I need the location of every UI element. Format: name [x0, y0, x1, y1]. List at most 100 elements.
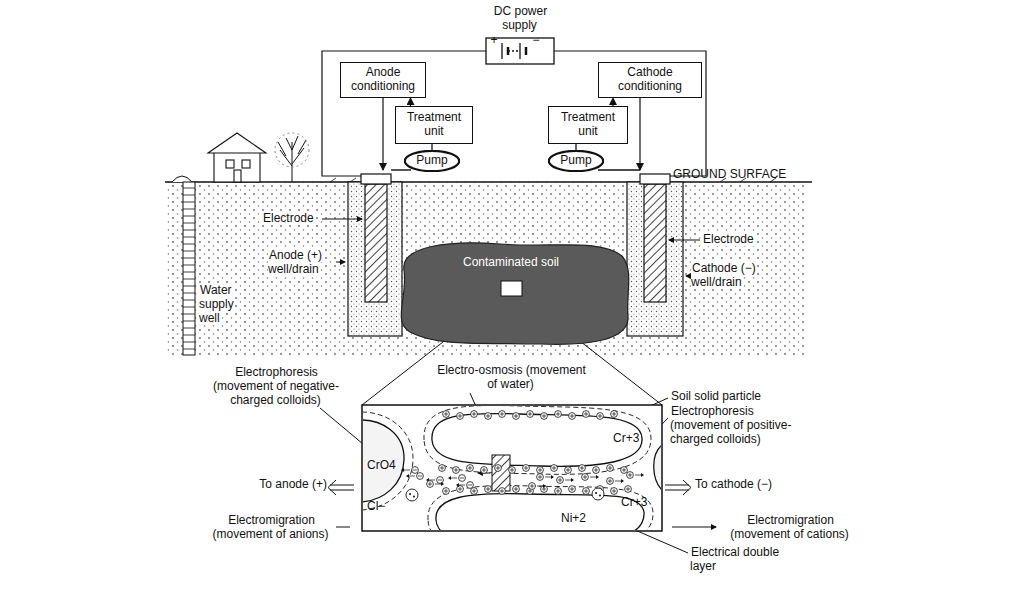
- ion-symbol: [572, 487, 573, 491]
- ion-symbol: [530, 412, 531, 416]
- text-label: Soil solid particle: [670, 390, 800, 404]
- ion-symbol: [579, 465, 586, 472]
- ion-symbol: [443, 488, 450, 495]
- ion-symbol: [551, 475, 554, 479]
- ion-symbol: [488, 487, 489, 491]
- text-label: Electrode: [262, 212, 322, 226]
- ion-symbol: [635, 475, 642, 476]
- ion-symbol: [569, 486, 576, 493]
- anode-well: [361, 174, 391, 184]
- pump-pipes: [391, 169, 411, 170]
- label-text: −: [531, 33, 540, 47]
- ion-symbol: [597, 413, 604, 420]
- direction-arrows: [665, 480, 691, 495]
- ion-symbol: [597, 413, 604, 420]
- ion-symbol: [481, 467, 488, 474]
- colloid-symbol: [592, 488, 604, 500]
- colloid-symbol: [592, 488, 604, 500]
- ion-symbol: [499, 488, 506, 495]
- label-text: Cathode (−) well/drain: [691, 261, 756, 289]
- ion-symbol: [583, 488, 590, 495]
- ion-symbol: [495, 465, 502, 472]
- node-text: Cathode conditioning: [599, 66, 701, 94]
- ion-symbol: [456, 468, 457, 472]
- text-label: CrO4: [366, 459, 406, 473]
- ion-symbol: [572, 414, 573, 418]
- ion-symbol: [557, 477, 564, 484]
- ion-symbol: [456, 483, 459, 487]
- text-label: DC power supply: [480, 5, 560, 33]
- label-text: Electrical double layer: [690, 545, 779, 573]
- ion-symbol: [453, 467, 460, 474]
- ion-symbol: [541, 413, 548, 420]
- ion-symbol: [621, 479, 624, 483]
- ion-symbol: [523, 465, 530, 472]
- ion-symbol: [485, 413, 492, 420]
- connector: [612, 98, 613, 106]
- label-text: Water supply well: [199, 283, 234, 325]
- ion-symbol: [540, 475, 541, 479]
- pump-ellipse: Pump: [548, 150, 604, 172]
- connector: [431, 144, 432, 150]
- text-label: Water supply well: [199, 284, 239, 325]
- ion-symbol: [446, 489, 447, 493]
- colloid-symbol: [413, 496, 415, 498]
- pump-pipes: [598, 169, 640, 170]
- text-label: Cr+3: [612, 432, 652, 446]
- text-label: Electromigration (movement of anions): [204, 514, 338, 542]
- cathode-well: [627, 174, 683, 336]
- ion-symbol: [471, 411, 478, 418]
- label-text: +: [489, 33, 498, 47]
- ion-symbol: [569, 486, 576, 493]
- ion-symbol: [625, 486, 632, 493]
- leader-lines: [322, 219, 362, 220]
- ion-symbol: [582, 474, 599, 481]
- ion-symbol: [509, 467, 516, 474]
- ion-symbol: [427, 481, 444, 488]
- label-text: Electrophoresis (movement of negative-ch…: [213, 365, 339, 407]
- ion-symbol: [460, 487, 461, 491]
- ion-symbol: [427, 481, 434, 488]
- text-label: GROUND SURFACE: [672, 168, 822, 182]
- tree-icon: [278, 136, 306, 182]
- text-label: To anode (+): [244, 478, 328, 492]
- ion-symbol: [456, 482, 473, 489]
- text-label: Anode (+) well/drain: [268, 249, 336, 277]
- ion-symbol: [590, 477, 597, 478]
- ion-symbol: [585, 475, 586, 479]
- soil-particle: [363, 420, 404, 502]
- colloid-symbol: [406, 489, 418, 501]
- ion-symbol: [413, 470, 417, 471]
- node-text: Anode conditioning: [341, 66, 425, 94]
- ion-symbol: [611, 488, 618, 495]
- ion-symbol: [551, 465, 558, 472]
- ion-symbol: [459, 475, 466, 482]
- ion-symbol: [527, 411, 534, 418]
- label-text: Electromigration (movement of anions): [212, 513, 329, 541]
- ion-symbol: [453, 467, 460, 474]
- text-label: Ni+2: [560, 512, 600, 526]
- ion-symbol: [583, 488, 590, 495]
- label-text: Cr+3: [620, 495, 648, 509]
- ion-symbol: [555, 411, 562, 418]
- power-wires: [322, 51, 706, 176]
- dc-power-supply-symbol: [519, 43, 520, 59]
- ion-symbol: [446, 412, 447, 416]
- ion-symbol: [412, 467, 419, 474]
- ion-symbol: [471, 411, 478, 418]
- ion-symbol: [457, 413, 464, 420]
- ion-symbol: [558, 412, 559, 416]
- ion-symbol: [481, 467, 488, 474]
- inset-box: [424, 406, 651, 474]
- ion-symbol: [586, 412, 587, 416]
- ion-symbol: [442, 466, 443, 470]
- ion-symbol: [513, 486, 520, 493]
- ion-symbol: [498, 466, 499, 470]
- cathode-well: [627, 182, 683, 336]
- ion-symbol: [529, 483, 546, 490]
- ion-symbol: [401, 467, 418, 474]
- ion-symbol: [443, 411, 450, 418]
- ion-symbol: [401, 468, 404, 472]
- dc-power-supply-symbol: [508, 50, 520, 51]
